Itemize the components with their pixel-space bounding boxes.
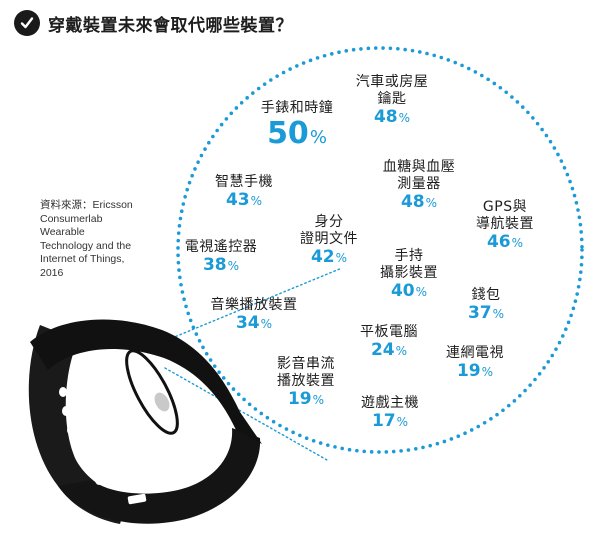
item-smartphone: 智慧手機 43% xyxy=(215,174,273,211)
item-percent: 24% xyxy=(370,340,408,360)
item-percent: 40% xyxy=(390,281,428,301)
item-car-home-keys: 汽車或房屋 鑰匙 48% xyxy=(356,74,429,128)
item-music-player: 音樂播放裝置 34% xyxy=(211,297,298,334)
item-label: 手錶和時鐘 xyxy=(260,100,334,116)
item-glucose-bp-meter: 血糖與血壓 測量器 48% xyxy=(383,159,456,213)
band-hole xyxy=(74,444,82,454)
item-game-console: 遊戲主機 17% xyxy=(361,395,419,432)
item-percent: 37% xyxy=(467,303,505,323)
band-capsule xyxy=(125,349,179,435)
band-far-strap xyxy=(28,325,128,524)
item-percent: 50% xyxy=(267,116,327,151)
item-label: 血糖與血壓 xyxy=(382,159,456,175)
item-percent: 38% xyxy=(202,255,240,275)
item-label: 影音串流 xyxy=(277,356,335,372)
check-mark-icon xyxy=(14,10,40,36)
item-percent: 19% xyxy=(287,389,325,409)
item-label: 錢包 xyxy=(471,287,501,303)
band-buckle xyxy=(127,493,147,505)
title-row: 穿戴裝置未來會取代哪些裝置？ xyxy=(14,10,293,36)
band-hole xyxy=(67,425,75,435)
source-line: Wearable xyxy=(40,226,85,238)
item-percent: 42% xyxy=(310,247,348,267)
item-label: 電視遙控器 xyxy=(184,239,258,255)
item-tablet: 平板電腦 24% xyxy=(360,324,418,361)
band-hole xyxy=(59,387,67,397)
item-gps-navigation: GPS與 導航裝置 46% xyxy=(476,199,534,253)
source-line: Internet of Things, xyxy=(40,253,125,265)
zoom-line-top xyxy=(154,267,343,346)
source-line: 資料來源：Ericsson xyxy=(40,199,133,211)
band-near-strap xyxy=(58,428,261,524)
fitness-band xyxy=(28,319,262,524)
band-hole xyxy=(83,461,91,471)
item-connected-tv: 連網電視 19% xyxy=(446,345,504,382)
item-label: 播放裝置 xyxy=(277,373,335,389)
item-percent: 48% xyxy=(373,107,411,127)
item-percent: 48% xyxy=(400,192,438,212)
source-line: Consumerlab xyxy=(40,212,103,225)
item-tv-remote: 電視遙控器 38% xyxy=(185,239,258,276)
source-note: 資料來源：Ericsson Consumerlab Wearable Techn… xyxy=(40,199,160,280)
item-label: 手持 xyxy=(394,248,424,264)
item-label: GPS與 xyxy=(482,199,528,215)
item-wallet: 錢包 37% xyxy=(468,287,504,324)
item-handheld-camera: 手持 攝影裝置 40% xyxy=(380,248,438,302)
item-percent: 34% xyxy=(235,313,273,333)
item-percent: 19% xyxy=(456,361,494,381)
item-label: 鑰匙 xyxy=(377,91,407,107)
item-label: 測量器 xyxy=(397,176,441,192)
source-line: 2016 xyxy=(40,266,64,279)
item-watches-clocks: 手錶和時鐘 50% xyxy=(261,100,334,152)
zoom-line-bottom xyxy=(164,367,328,461)
band-hole xyxy=(95,475,103,485)
band-sensor xyxy=(154,392,170,412)
source-line: Technology and the xyxy=(40,239,132,252)
item-label: 遊戲主機 xyxy=(361,395,419,411)
band-hole xyxy=(62,406,70,416)
item-id-documents: 身分 證明文件 42% xyxy=(300,214,358,268)
item-label: 身分 xyxy=(314,214,344,230)
item-percent: 43% xyxy=(225,190,263,210)
item-label: 證明文件 xyxy=(300,231,358,247)
band-top-strap xyxy=(30,319,262,444)
item-streaming-player: 影音串流 播放裝置 19% xyxy=(277,356,335,410)
item-label: 汽車或房屋 xyxy=(355,74,429,90)
item-label: 平板電腦 xyxy=(360,324,418,340)
item-label: 智慧手機 xyxy=(215,174,273,190)
item-label: 攝影裝置 xyxy=(380,265,438,281)
page-title: 穿戴裝置未來會取代哪些裝置？ xyxy=(48,15,293,36)
item-percent: 17% xyxy=(371,411,409,431)
item-label: 音樂播放裝置 xyxy=(210,297,298,313)
item-label: 導航裝置 xyxy=(476,216,534,232)
item-label: 連網電視 xyxy=(446,345,504,361)
magnifier-circle xyxy=(176,46,584,454)
item-percent: 46% xyxy=(486,232,524,252)
